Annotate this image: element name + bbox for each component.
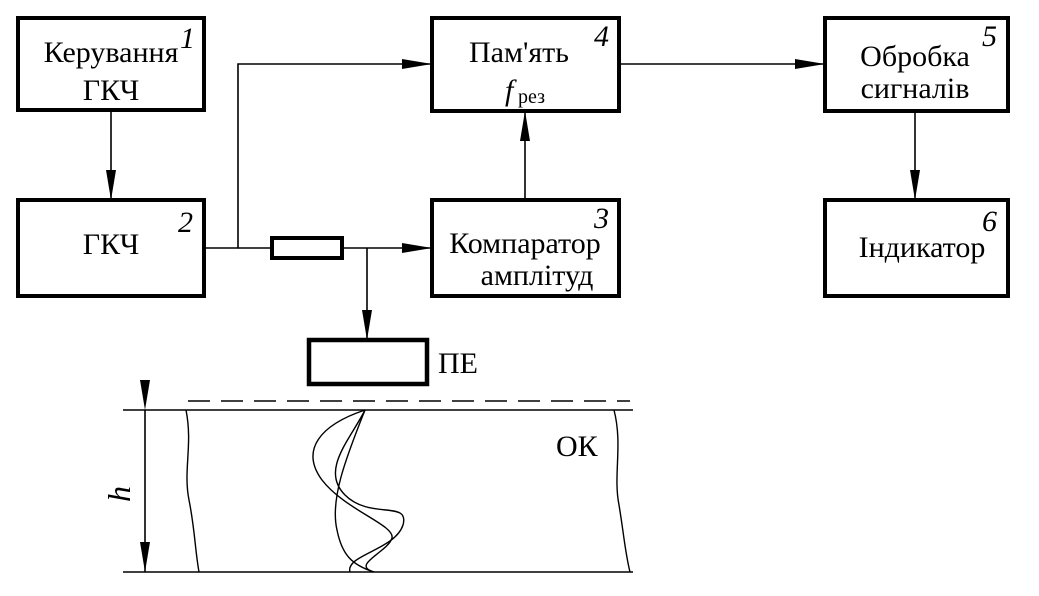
block-memory-symbol: f [505,74,517,107]
block-processing-line-2: сигналів [861,72,970,105]
object-label: ОК [556,430,599,463]
block-generator-line-1: ГКЧ [83,228,139,261]
resistor-element [270,236,344,260]
block-memory-line-1: Пам'ять [469,36,569,69]
block-processing: Обробка сигналів 5 [823,16,1010,113]
wave-trace-3 [334,409,375,573]
block-indicator-number: 6 [982,205,997,238]
block-memory: Пам'ять f рез 4 [430,16,621,113]
block-processing-line-1: Обробка [860,40,970,73]
block-control: Керування ГКЧ 1 [16,16,206,112]
block-indicator: Індикатор 6 [823,198,1010,298]
transducer: ПЕ [306,337,478,387]
block-comparator-number: 3 [593,202,609,235]
block-generator-number: 2 [178,206,193,239]
wave-trace-2 [334,409,405,573]
object-break-line-right [613,409,631,573]
block-generator: ГКЧ 2 [16,198,206,298]
thickness-label: h [101,486,137,502]
block-control-line-2: ГКЧ [83,74,139,107]
block-control-number: 1 [180,22,195,55]
block-comparator-line-1: Компаратор [449,227,601,260]
block-indicator-line-1: Індикатор [859,231,986,264]
object-break-line-left [185,409,200,573]
block-memory-number: 4 [594,20,609,53]
block-comparator-line-2: амплітуд [481,259,594,292]
block-processing-number: 5 [982,20,997,53]
arrow-generator-to-memory [204,59,432,249]
thickness-dimension: h [101,380,150,572]
transducer-label: ПЕ [438,347,478,380]
block-comparator: Компаратор амплітуд 3 [430,198,621,298]
block-memory-subscript: рез [518,86,545,108]
wave-trace-1 [312,409,393,573]
test-object: ОК [123,400,633,573]
block-control-line-1: Керування [44,36,179,69]
